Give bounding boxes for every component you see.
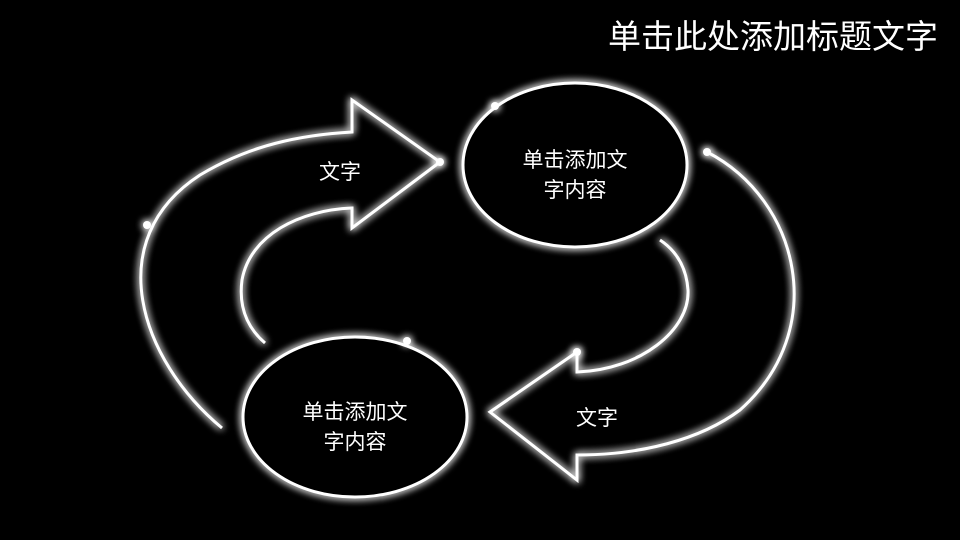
glow-dot: [403, 337, 411, 345]
left-curved-arrow: [139, 97, 443, 430]
slide-title[interactable]: 单击此处添加标题文字: [608, 17, 938, 56]
bottom-circle: [241, 335, 469, 499]
arrow-label-left[interactable]: 文字: [319, 160, 361, 184]
top-circle: [461, 81, 689, 249]
top-circle-text[interactable]: 单击添加文 字内容: [495, 145, 655, 205]
top-circle-line1: 单击添加文: [522, 148, 628, 172]
arrow-label-right[interactable]: 文字: [576, 406, 618, 430]
top-circle-line2: 字内容: [543, 178, 607, 202]
bottom-circle-line1: 单击添加文: [302, 400, 408, 424]
glow-dot: [703, 148, 711, 156]
bottom-circle-text[interactable]: 单击添加文 字内容: [275, 397, 435, 457]
bottom-circle-line2: 字内容: [323, 430, 387, 454]
glow-dot: [573, 348, 581, 356]
glow-dot: [436, 158, 444, 166]
glow-dot: [143, 221, 151, 229]
right-curved-arrow: [487, 150, 796, 484]
glow-dot: [491, 102, 499, 110]
